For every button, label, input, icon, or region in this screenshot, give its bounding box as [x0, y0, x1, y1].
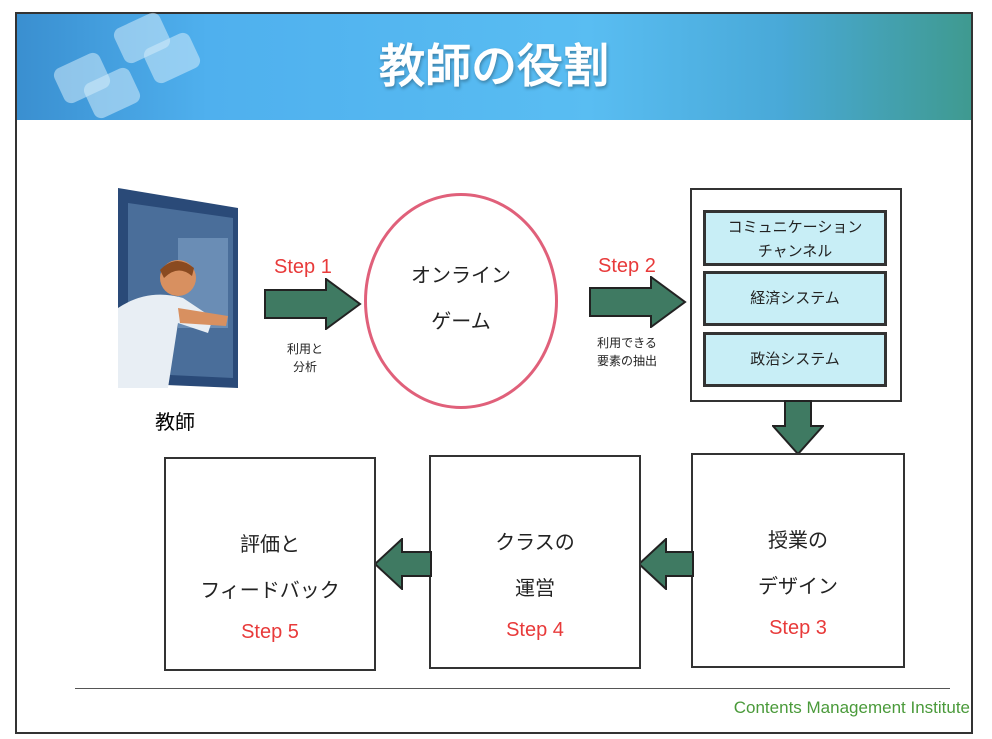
element-communication: コミュニケーションチャンネル — [703, 210, 887, 266]
arrow-left-icon — [638, 538, 694, 590]
arrow-right-icon — [589, 276, 687, 328]
footer-divider — [75, 688, 950, 689]
step3-line1: 授業の — [768, 528, 828, 552]
online-game-circle — [364, 193, 558, 409]
element-line1: コミュニケーション — [727, 218, 863, 236]
step5-line2: フィードバック — [200, 578, 340, 602]
online-game-line2: ゲーム — [431, 309, 491, 333]
step2-note-line2: 要素の抽出 — [596, 354, 657, 368]
element-line2: チャンネル — [757, 242, 833, 260]
teacher-illustration — [118, 188, 238, 388]
step5-label: Step 5 — [241, 621, 299, 643]
step2-note: 利用できる要素の抽出 — [582, 334, 672, 370]
step4-line2: 運営 — [515, 576, 555, 600]
online-game-label: オンラインゲーム — [364, 252, 558, 344]
step4-text: クラスの運営 — [431, 519, 639, 611]
footer-text: Contents Management Institute — [733, 698, 970, 717]
step2-label: Step 2 — [598, 255, 656, 277]
step1-note-line2: 分析 — [292, 360, 317, 374]
step4-line1: クラスの — [495, 530, 575, 554]
step1-note: 利用と分析 — [280, 340, 330, 376]
step5-box: 評価とフィードバック Step 5 — [164, 457, 376, 671]
step4-box: クラスの運営 Step 4 — [429, 455, 641, 669]
arrow-down-icon — [772, 400, 824, 456]
arrow-left-icon — [374, 538, 432, 590]
header-banner — [17, 10, 971, 121]
step2-note-line1: 利用できる — [597, 336, 657, 350]
step1-label: Step 1 — [274, 256, 332, 278]
step3-line2: デザイン — [758, 574, 838, 598]
teacher-label: 教師 — [155, 410, 195, 434]
element-economy: 経済システム — [703, 271, 887, 326]
step1-note-line1: 利用と — [286, 342, 323, 356]
step4-label: Step 4 — [506, 619, 564, 641]
element-politics: 政治システム — [703, 332, 887, 387]
step5-line1: 評価と — [240, 532, 300, 556]
slide-frame — [15, 12, 973, 734]
arrow-right-icon — [264, 278, 362, 330]
slide-title: 教師の役割 — [379, 39, 609, 93]
step3-text: 授業のデザイン — [693, 517, 903, 609]
step5-text: 評価とフィードバック — [166, 521, 374, 613]
online-game-line1: オンライン — [411, 263, 511, 287]
step3-box: 授業のデザイン Step 3 — [691, 453, 905, 668]
step3-label: Step 3 — [769, 617, 827, 639]
